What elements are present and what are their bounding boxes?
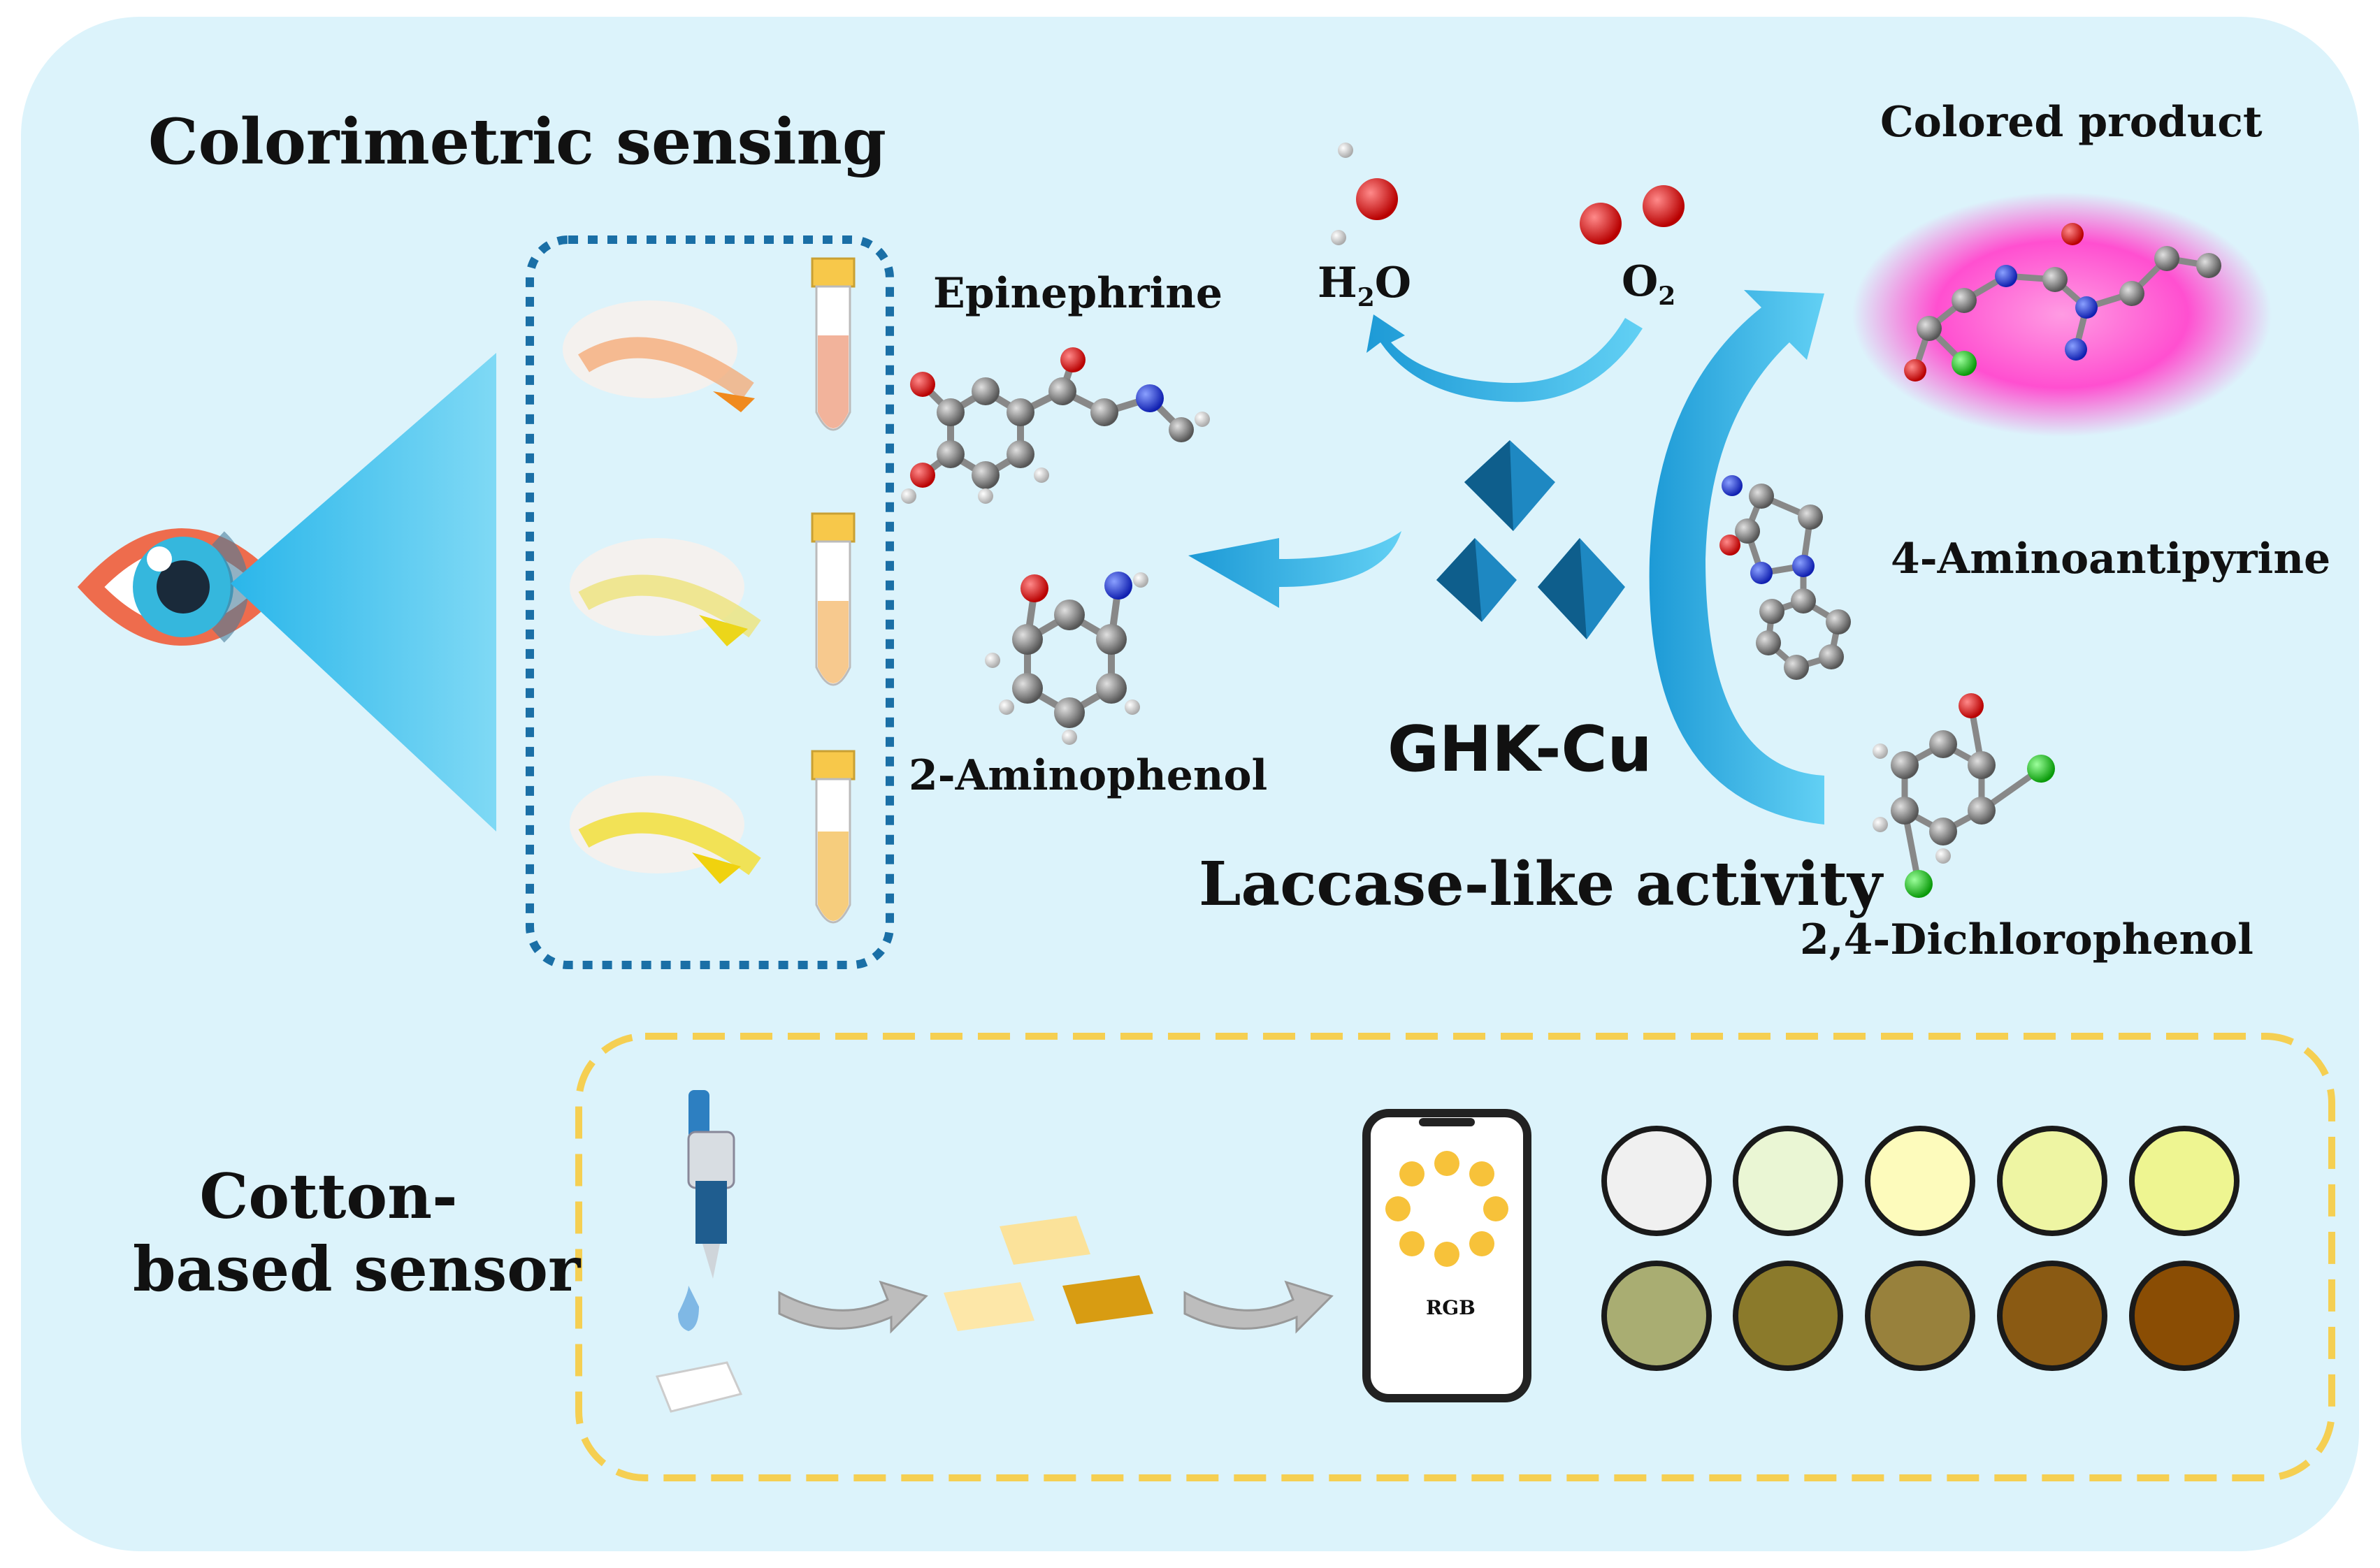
tube-1 [811,257,856,431]
label-2-4-dichlorophenol: 2,4-Dichlorophenol [1800,915,2253,964]
smartphone-icon [1362,1109,1531,1402]
h2o-subscript: 2 [1357,283,1375,312]
swatch-2-4 [1997,1261,2107,1371]
swatch-1-2 [1733,1126,1843,1236]
label-4-aminoantipyrine: 4-Aminoantipyrine [1891,535,2331,583]
o2-subscript: 2 [1658,282,1676,311]
gray-arrow-2-icon [1183,1280,1334,1334]
phone-rgb-label: RGB [1426,1296,1476,1319]
swatch-1-3 [1865,1126,1975,1236]
arrow-to-substrates-icon [1188,531,1401,608]
label-colored-product: Colored product [1880,98,2263,147]
swatch-1-1 [1601,1126,1712,1236]
label-o2: O2 [1622,257,1675,311]
swatch-2-5 [2129,1261,2240,1371]
swatch-1-5 [2129,1126,2240,1236]
swatch-2-1 [1601,1261,1712,1371]
sample-row-1 [563,300,755,412]
sight-beam [231,353,496,832]
aminophenol-molecule [985,572,1148,745]
octahedron-icon [1436,440,1625,639]
gray-arrow-1-icon [778,1280,928,1334]
redox-cycle [1331,143,1685,402]
curved-arrow-icon [1649,290,1824,825]
title-cotton-line-1: Cotton- [199,1160,458,1233]
o2-o: O [1622,257,1659,306]
product-glow [1852,192,2272,437]
colored-product-molecule [1904,223,2221,382]
sensor-box [575,1033,2335,1481]
sample-row-2 [570,538,761,646]
sample-row-3 [570,776,761,884]
swatch-2-3 [1865,1261,1975,1371]
title-colorimetric-sensing: Colorimetric sensing [148,105,886,179]
label-epinephrine: Epinephrine [933,269,1223,318]
swatch-2-2 [1733,1261,1843,1371]
aminoantipyrine-molecule [1719,475,1851,680]
cotton-samples [944,1216,1153,1331]
tube-2 [811,512,856,686]
label-ghk-cu: GHK-Cu [1387,713,1652,786]
label-h2o: H2O [1318,259,1411,312]
title-cotton-line-2: based sensor [133,1233,581,1305]
h2o-h: H [1318,259,1357,307]
tube-3 [811,750,856,924]
label-laccase-like-activity: Laccase-like activity [1199,849,1882,920]
swatch-1-4 [1997,1126,2107,1236]
color-swatches [1601,1126,2240,1371]
sample-box [526,235,894,969]
title-cotton-based-sensor: Cotton- based sensor [133,1160,581,1305]
h2o-o: O [1374,259,1412,307]
label-2-aminophenol: 2-Aminophenol [909,751,1268,800]
dichlorophenol-molecule [1873,693,2055,898]
epinephrine-molecule [901,347,1210,504]
pipette-icon [655,1090,743,1413]
